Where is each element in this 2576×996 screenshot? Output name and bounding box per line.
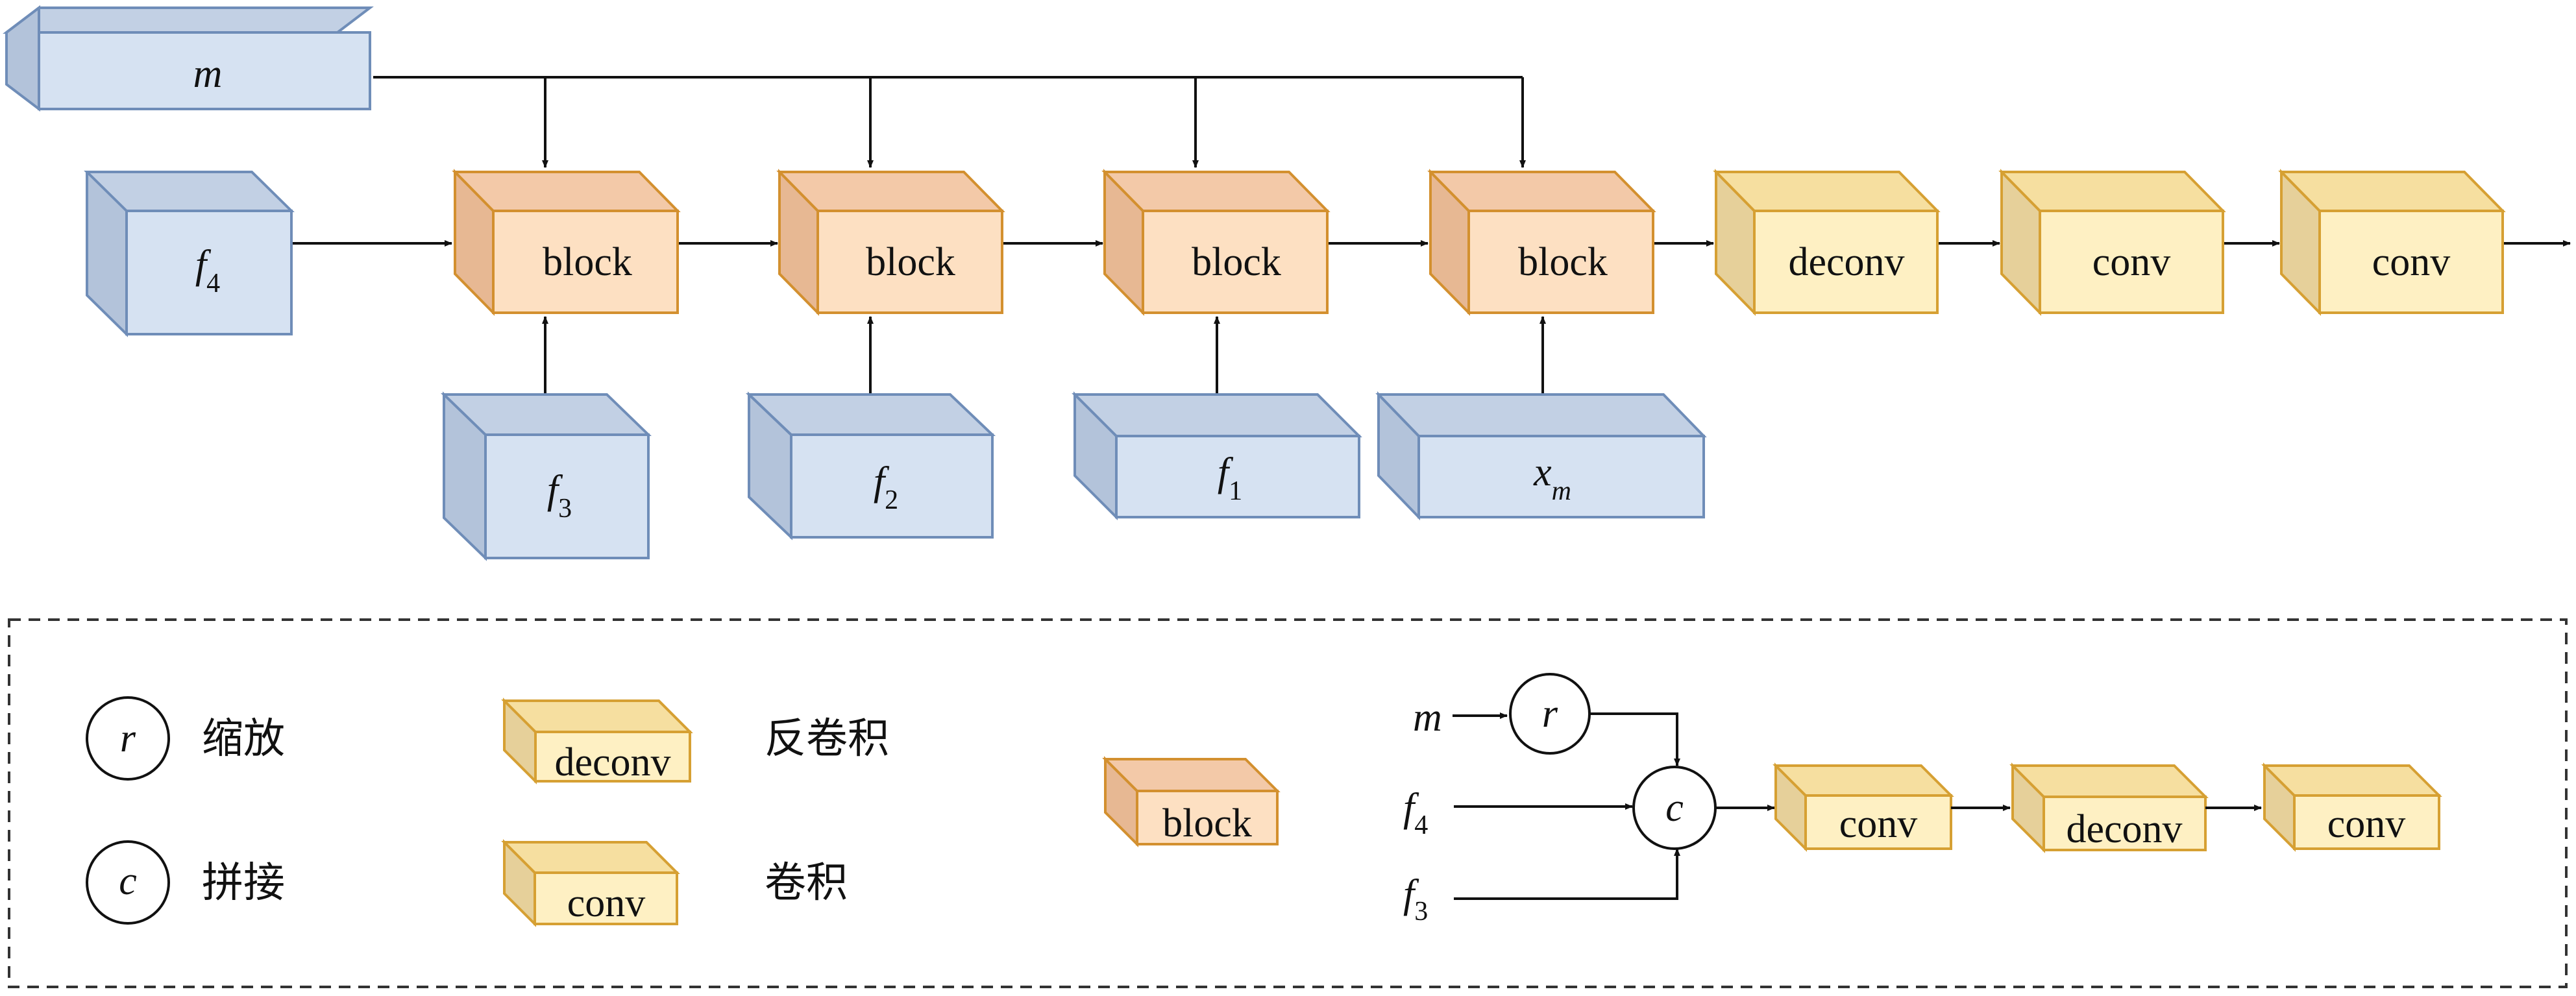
block-detail: m f4 f3 r c conv deconv: [1403, 673, 2442, 927]
input-xm-box: xm: [1375, 391, 1707, 520]
legend-conv-box: conv: [501, 839, 680, 927]
detail-resize-symbol: r: [1542, 692, 1558, 736]
detail-f3-to-c-arrow: [1454, 848, 1680, 900]
detail-op-conv-2-label: conv: [2327, 802, 2406, 846]
tail-deconv: deconv: [1713, 169, 1941, 316]
detail-input-m: m: [1413, 696, 1442, 740]
feature-f3-label: f3: [547, 468, 572, 524]
legend-block-box: block: [1102, 756, 1281, 847]
legend-concat-text: 拼接: [202, 859, 285, 907]
legend-resize-text: 缩放: [202, 715, 285, 763]
block-1-label: block: [543, 240, 632, 284]
legend-resize-symbol: r: [120, 716, 136, 760]
legend-conv-label: conv: [567, 881, 646, 925]
detail-input-f3-subscript: 3: [1414, 897, 1428, 927]
detail-op-deconv: deconv: [2009, 762, 2209, 853]
detail-input-m-symbol: m: [1413, 696, 1442, 740]
feature-f1-box: f1: [1072, 391, 1362, 520]
block-4-label: block: [1518, 240, 1608, 284]
block-3-label: block: [1192, 240, 1281, 284]
feature-f1-subscript: 1: [1229, 476, 1242, 506]
legend: r 缩放 c 拼接 deconv 反卷积 conv 卷积 block: [8, 618, 2568, 988]
detail-r-to-c-arrow: [1589, 712, 1680, 766]
detail-input-f3: f3: [1403, 872, 1428, 927]
mask-input-box: m: [3, 5, 374, 112]
feature-f2-box: f2: [746, 391, 996, 541]
block-2: block: [776, 169, 1005, 316]
detail-op-deconv-label: deconv: [2066, 807, 2182, 851]
main-pipeline: m f4 block block block: [3, 5, 2506, 561]
feature-f4-box: f4: [84, 171, 295, 337]
detail-op-conv-1-label: conv: [1839, 802, 1918, 846]
tail-conv-1: conv: [1998, 169, 2226, 316]
input-xm-subscript: m: [1552, 476, 1571, 506]
feature-f4-subscript: 4: [206, 269, 220, 298]
legend-deconv-text: 反卷积: [765, 715, 889, 763]
mask-input-label: m: [193, 52, 223, 96]
legend-conv-text: 卷积: [765, 859, 848, 907]
feature-f3-subscript: 3: [558, 494, 572, 524]
detail-input-f4: f4: [1403, 786, 1428, 840]
legend-deconv-box: deconv: [501, 698, 693, 784]
block-4: block: [1427, 169, 1656, 316]
legend-concat-symbol: c: [119, 859, 137, 903]
connections: [291, 76, 2571, 393]
feature-f3-box: f3: [441, 391, 652, 561]
detail-op-conv-1: conv: [1773, 762, 1954, 852]
tail-conv-2-label: conv: [2372, 240, 2451, 284]
tail-conv-2: conv: [2278, 169, 2506, 316]
block-3: block: [1101, 169, 1331, 316]
detail-op-conv-2: conv: [2261, 762, 2442, 852]
legend-deconv-label: deconv: [554, 740, 670, 784]
tail-deconv-label: deconv: [1788, 240, 1904, 284]
block-2-label: block: [866, 240, 955, 284]
tail-conv-1-label: conv: [2092, 240, 2171, 284]
legend-concat-circle: [86, 840, 170, 925]
legend-resize-circle: [86, 696, 170, 781]
detail-input-f4-subscript: 4: [1414, 810, 1428, 840]
input-xm-symbol: x: [1533, 450, 1552, 494]
detail-concat-symbol: c: [1665, 786, 1684, 830]
legend-block-label: block: [1162, 801, 1252, 845]
block-1: block: [452, 169, 681, 316]
input-xm-label: xm: [1533, 450, 1571, 506]
feature-f2-subscript: 2: [885, 485, 898, 515]
